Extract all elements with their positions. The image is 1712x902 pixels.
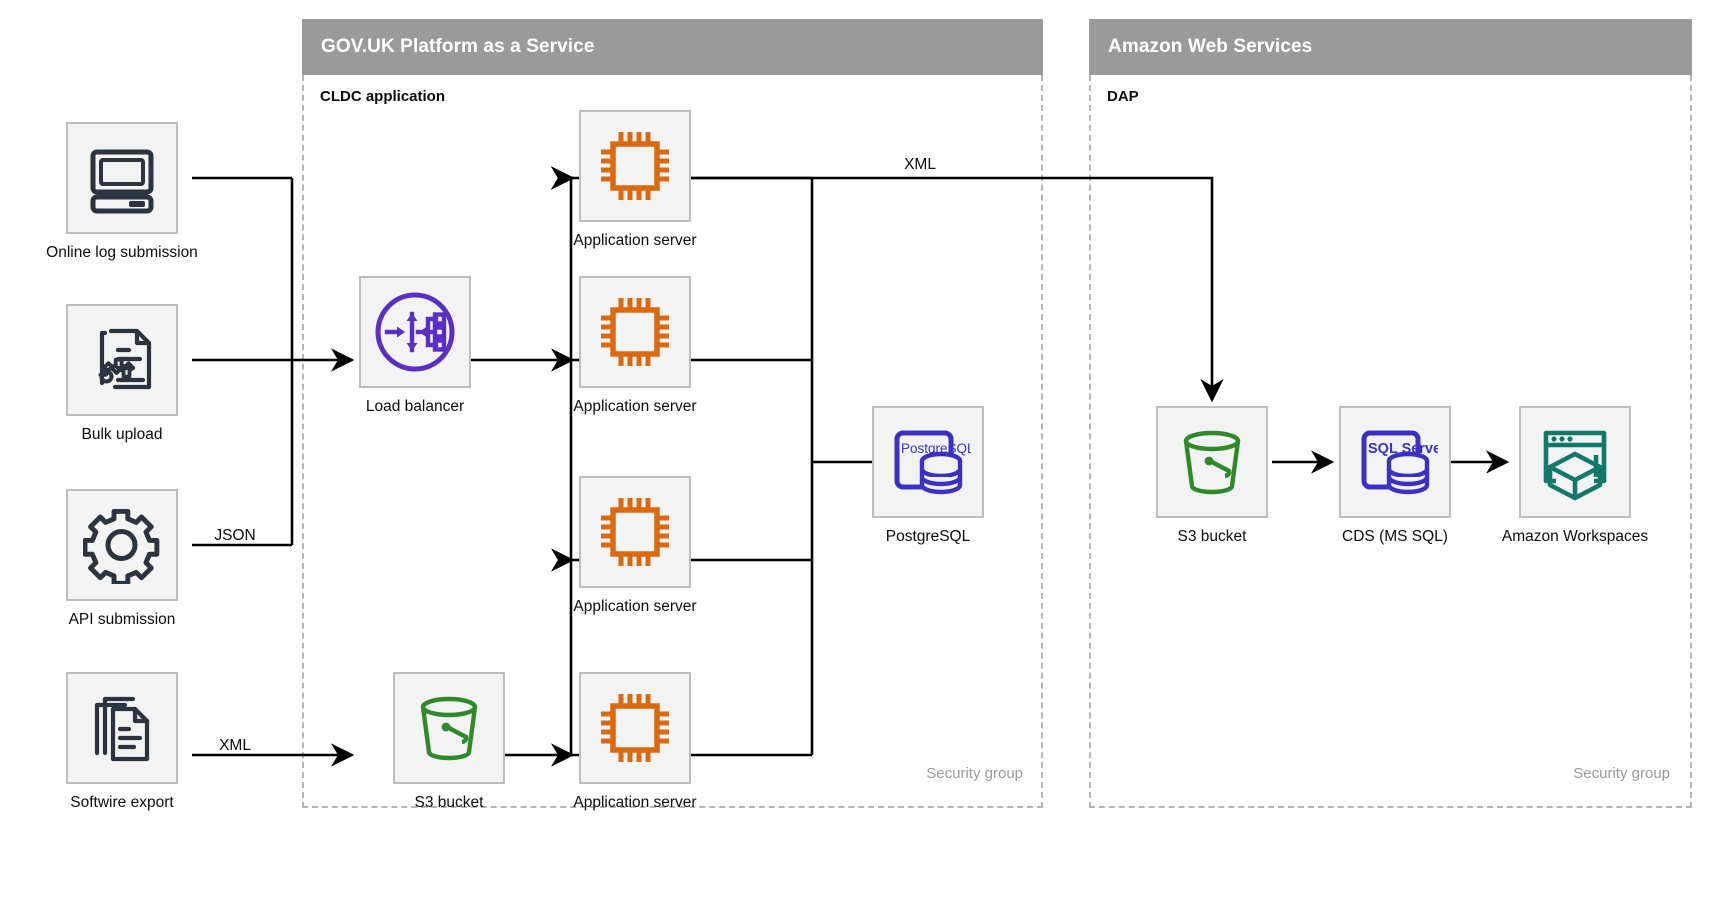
cpu-chip-icon xyxy=(601,498,669,566)
node-box-postgresql: PostgreSQL xyxy=(872,406,984,518)
node-box-amazon-workspaces xyxy=(1519,406,1631,518)
zone-sublabel-cldc-application: CLDC application xyxy=(320,88,446,105)
node-box-online-log-submission xyxy=(66,122,178,234)
postgresql-icon: PostgreSQL xyxy=(894,430,971,495)
node-label-s3-bucket-aws: S3 bucket xyxy=(1177,528,1247,545)
node-box-bulk-upload xyxy=(66,304,178,416)
sql-server-icon: SQL Server xyxy=(1361,430,1438,495)
node-box-api-submission xyxy=(66,489,178,601)
node-box-cds-ms-sql: SQL Server xyxy=(1339,406,1451,518)
zone-footnote-security-group-aws: Security group xyxy=(1573,765,1670,782)
node-label-softwire-export: Softwire export xyxy=(70,794,174,811)
edge-label-xml-appserver: XML xyxy=(904,156,936,173)
node-label-app-server-2: Application server xyxy=(573,398,697,415)
edge-label-xml-softwire: XML xyxy=(219,737,251,754)
zone-header-paas: GOV.UK Platform as a Service xyxy=(302,19,1043,75)
zone-sublabel-dap: DAP xyxy=(1107,88,1139,105)
node-box-softwire-export xyxy=(66,672,178,784)
cpu-chip-icon xyxy=(601,298,669,366)
postgresql-icon-text: PostgreSQL xyxy=(901,441,971,456)
node-label-s3-bucket-paas: S3 bucket xyxy=(414,794,484,811)
node-label-load-balancer: Load balancer xyxy=(365,398,465,415)
node-box-app-server-3 xyxy=(579,476,691,588)
node-label-cds-ms-sql: CDS (MS SQL) xyxy=(1342,528,1448,545)
zone-body-aws xyxy=(1089,75,1692,808)
cpu-chip-icon xyxy=(601,694,669,762)
node-box-app-server-1 xyxy=(579,110,691,222)
sql-server-icon-text: SQL Server xyxy=(1368,441,1438,457)
node-label-online-log-submission: Online log submission xyxy=(46,244,198,261)
node-box-s3-bucket-aws xyxy=(1156,406,1268,518)
desktop-computer-icon xyxy=(90,149,154,214)
zone-footnote-security-group-paas: Security group xyxy=(926,765,1023,782)
node-label-bulk-upload: Bulk upload xyxy=(81,426,163,443)
node-label-app-server-3: Application server xyxy=(573,598,697,615)
node-label-app-server-1: Application server xyxy=(573,232,697,249)
node-label-postgresql: PostgreSQL xyxy=(885,528,971,545)
s3-bucket-icon xyxy=(420,696,478,761)
gear-icon xyxy=(83,508,160,584)
amazon-workspaces-icon xyxy=(1543,430,1607,501)
node-box-s3-bucket-paas xyxy=(393,672,505,784)
edge-label-json: JSON xyxy=(214,527,256,544)
load-balancer-icon xyxy=(375,292,455,372)
zone-body-paas xyxy=(302,75,1043,808)
node-label-amazon-workspaces: Amazon Workspaces xyxy=(1501,528,1649,545)
zone-header-aws: Amazon Web Services xyxy=(1089,19,1692,75)
node-label-api-submission: API submission xyxy=(68,611,176,628)
document-gear-icon xyxy=(98,328,152,390)
document-stack-icon xyxy=(94,696,150,762)
cpu-chip-icon xyxy=(601,132,669,200)
node-label-app-server-4: Application server xyxy=(573,794,697,811)
node-box-app-server-4 xyxy=(579,672,691,784)
node-box-app-server-2 xyxy=(579,276,691,388)
s3-bucket-icon xyxy=(1183,430,1241,495)
node-box-load-balancer xyxy=(359,276,471,388)
